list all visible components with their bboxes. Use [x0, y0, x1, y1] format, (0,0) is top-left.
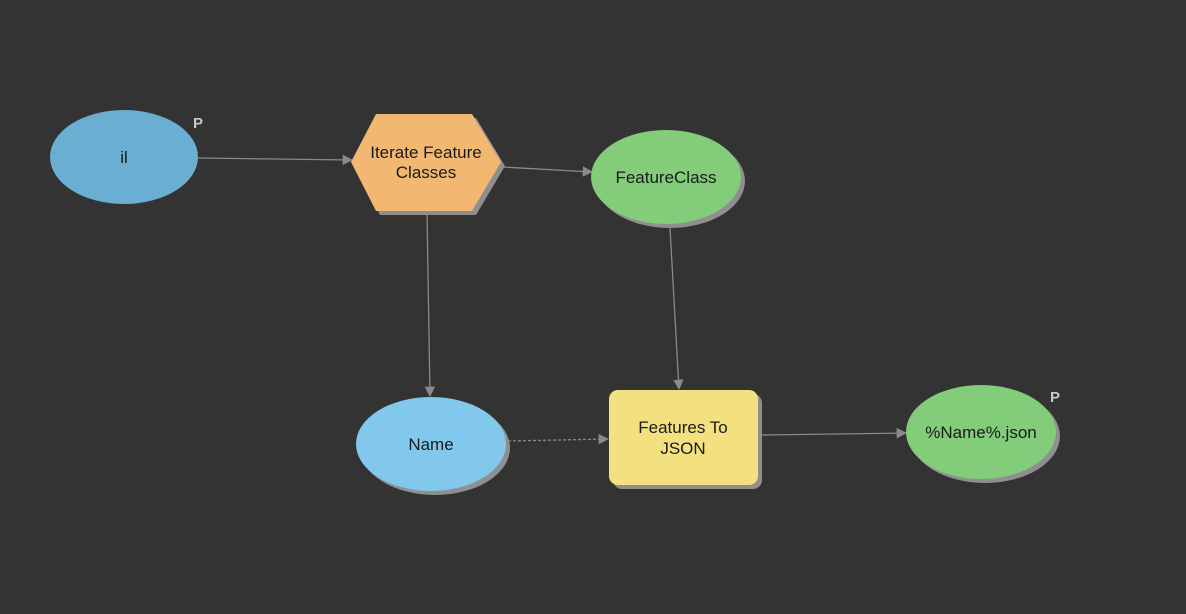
- node-name-shape: [356, 397, 506, 491]
- connector-featureclass-to-features-to-json[interactable]: [669, 227, 684, 391]
- node-name[interactable]: Name: [356, 397, 510, 495]
- node-featureclass-label: FeatureClass: [615, 168, 716, 187]
- node-il-parameter-mark: P: [193, 115, 203, 132]
- node-il-label: il: [120, 148, 128, 167]
- node-features-to-json[interactable]: Features To JSON: [609, 390, 762, 489]
- node-output-json-shape: [906, 385, 1056, 479]
- node-output-json[interactable]: %Name%.json P: [906, 385, 1060, 483]
- node-output-json-parameter-mark: P: [1050, 389, 1060, 406]
- node-features-to-json-shape: [609, 390, 758, 485]
- node-featureclass[interactable]: FeatureClass: [591, 130, 745, 228]
- node-output-json-label: %Name%.json: [925, 423, 1037, 442]
- node-iterate-label-line-1: Iterate Feature: [370, 143, 482, 162]
- node-iterate-label-line-2: Classes: [396, 163, 456, 182]
- node-name-label: Name: [408, 435, 453, 454]
- node-features-to-json-label-line-2: JSON: [660, 439, 705, 458]
- connector-features-to-json-to-output[interactable]: [760, 427, 908, 439]
- connector-iterate-to-name[interactable]: [424, 211, 436, 398]
- node-il-shape: [50, 110, 198, 204]
- connector-name-to-features-to-json-precondition[interactable]: [507, 433, 610, 445]
- node-il[interactable]: il P: [50, 110, 203, 204]
- node-features-to-json-label-line-1: Features To: [638, 418, 727, 437]
- node-iterate-shape: [351, 114, 501, 211]
- connector-iterate-to-featureclass[interactable]: [501, 166, 594, 177]
- node-iterate-feature-classes[interactable]: Iterate Feature Classes: [351, 114, 505, 215]
- connector-il-to-iterate[interactable]: [197, 154, 354, 166]
- node-featureclass-shape: [591, 130, 741, 224]
